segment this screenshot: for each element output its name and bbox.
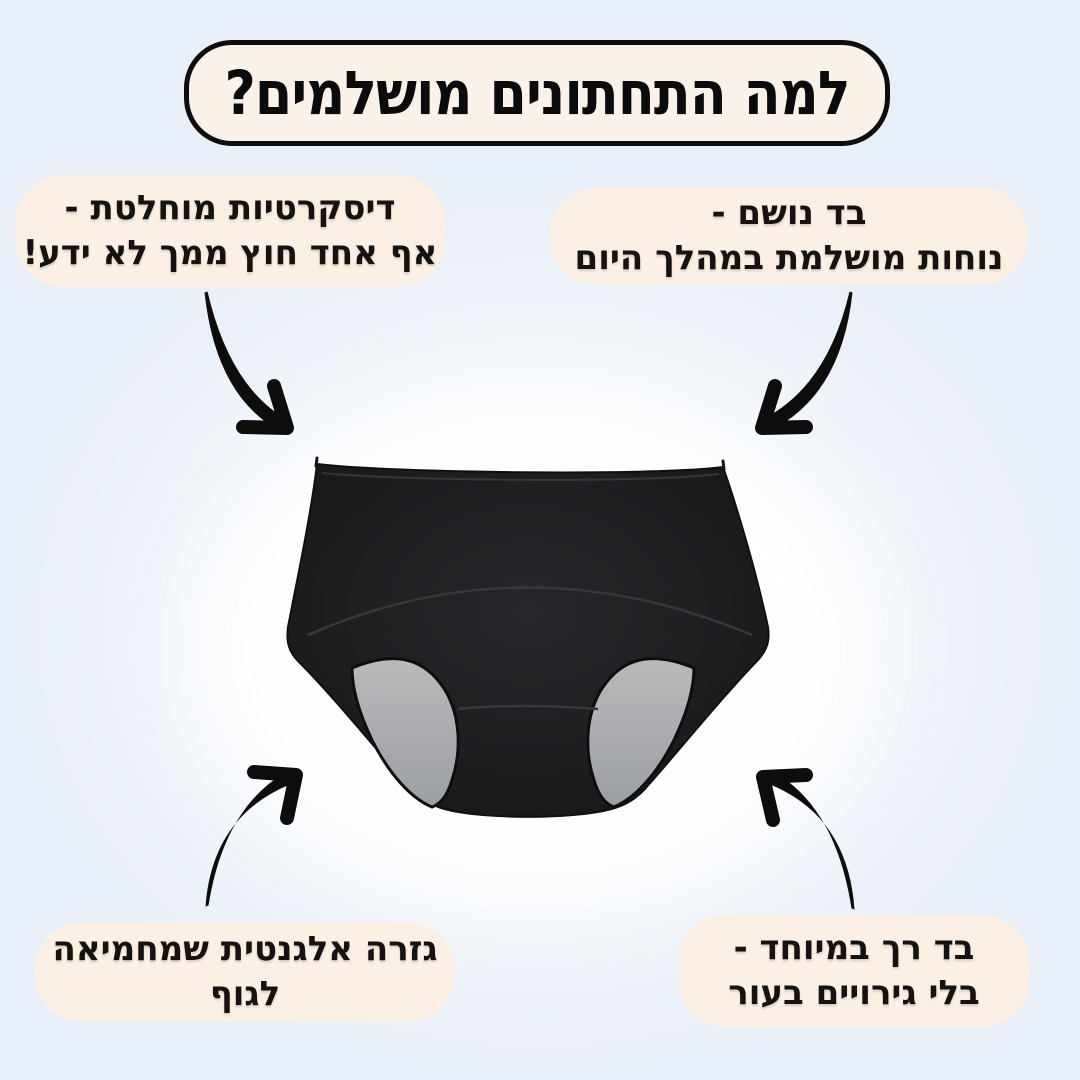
- underwear-body: [286, 462, 770, 818]
- callout-discretion: דיסקרטיות מוחלטת - אף אחד חוץ ממך לא ידע…: [15, 175, 445, 287]
- callout-line: בלי גירויים בעור: [728, 973, 980, 1013]
- arrow-top-right-icon: [755, 291, 853, 435]
- arrow-bottom-left-icon: [205, 765, 303, 907]
- gusset-seam: [457, 704, 599, 711]
- callout-line: גזרה אלגנטית שמחמיאה: [52, 929, 438, 969]
- page-title: למה התחתונים מושלמים?: [224, 57, 850, 129]
- callout-soft-fabric: בד רך במיוחד - בלי גירויים בעור: [678, 915, 1030, 1027]
- callout-line: בד רך במיוחד -: [733, 928, 975, 968]
- lining-right: [586, 657, 696, 809]
- waist-corner-left: [314, 456, 319, 468]
- title-banner: למה התחתונים מושלמים?: [184, 40, 890, 146]
- front-panel-seam: [307, 586, 753, 637]
- arrows-layer: [204, 291, 855, 910]
- arrow-top-left-icon: [204, 291, 294, 435]
- callout-line: נוחות מושלמת במהלך היום: [574, 238, 1004, 278]
- waistband-seam: [321, 472, 720, 481]
- callout-breathable-fabric: בד נושם - נוחות מושלמת במהלך היום: [550, 187, 1028, 285]
- arrow-bottom-right-icon: [756, 768, 855, 910]
- callout-elegant-cut: גזרה אלגנטית שמחמיאה לגוף: [35, 922, 455, 1022]
- lining-left: [350, 657, 460, 809]
- callout-line: לגוף: [209, 974, 281, 1014]
- callout-line: דיסקרטיות מוחלטת -: [64, 188, 396, 228]
- waist-corner-right: [721, 459, 726, 471]
- underwear-product-image: [286, 456, 770, 818]
- callout-line: בד נושם -: [711, 193, 867, 233]
- callout-line: אף אחד חוץ ממך לא ידע!: [22, 233, 438, 273]
